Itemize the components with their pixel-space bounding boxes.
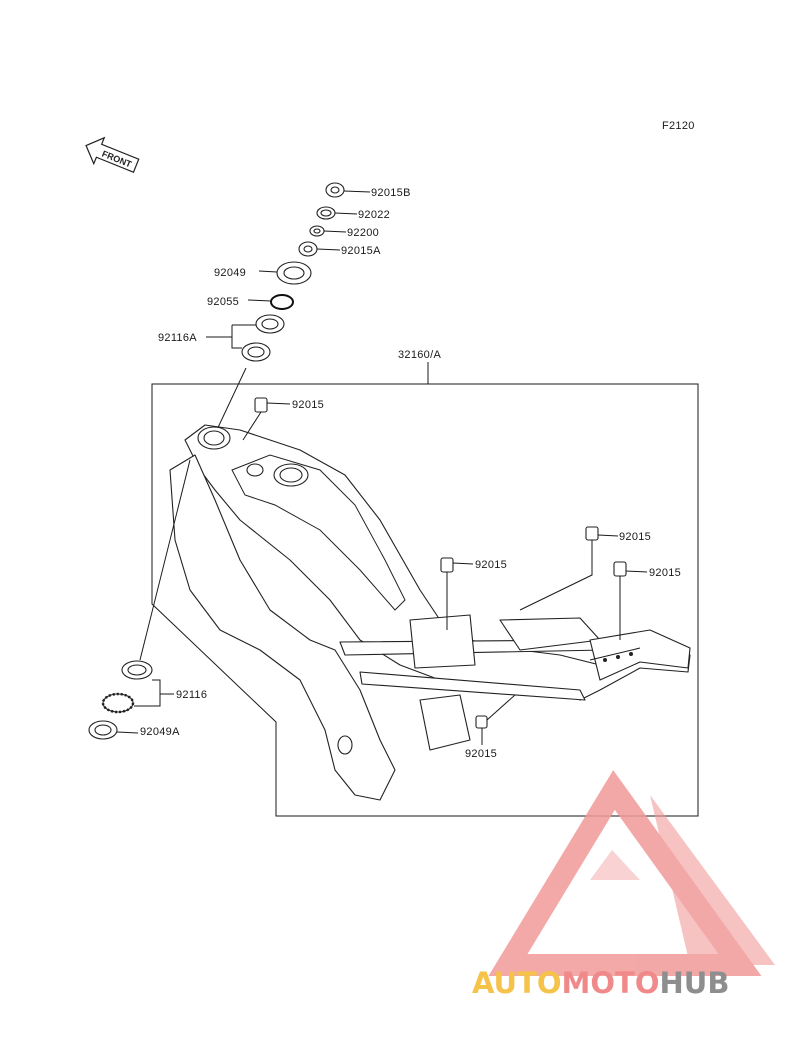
bolt-parts <box>242 397 648 745</box>
frame-hole-3 <box>337 735 353 755</box>
watermark-brand-part3: HUB <box>660 966 730 1000</box>
bolt-hole-3 <box>629 652 633 656</box>
part-92015a-hole <box>303 245 313 253</box>
callout-92015-mid: 92015 <box>475 559 507 571</box>
callout-labels: 92015B 92022 92200 92015A 92049 92055 92… <box>140 187 681 760</box>
lower-bearing-parts <box>88 459 191 740</box>
callout-92015-rear-top: 92015 <box>619 531 651 543</box>
callout-92200: 92200 <box>347 227 379 239</box>
callout-92116: 92116 <box>176 689 207 701</box>
bolt-92015-mid <box>440 557 454 573</box>
watermark-logo-icon <box>488 770 775 976</box>
front-arrow-icon: FRONT <box>85 136 140 174</box>
frame-inner-cutout <box>231 454 406 611</box>
frame-hole-2 <box>246 463 264 477</box>
bolt-92015-bottom <box>475 715 488 729</box>
callout-92049: 92049 <box>214 267 246 279</box>
part-92116-bearing-rollers <box>101 692 135 714</box>
part-92049-hole <box>283 266 305 280</box>
watermark-brand-part1: AUTO <box>472 966 562 1000</box>
bolt-92015-rear-top <box>585 526 599 541</box>
part-92015b-hole <box>330 186 340 194</box>
bolt-92015-head <box>254 397 268 413</box>
part-92116a-lower-hole <box>247 346 265 358</box>
callout-32160a: 32160/A <box>398 349 441 361</box>
callout-92055: 92055 <box>207 296 239 308</box>
frame-assembly-bracket <box>151 362 699 817</box>
part-92055 <box>270 294 294 310</box>
callout-92116a: 92116A <box>158 332 197 344</box>
motorcycle-frame <box>169 424 691 801</box>
part-92116-race-inner <box>127 664 147 676</box>
part-92200-hole <box>313 228 321 234</box>
callout-92015-bottom: 92015 <box>465 748 497 760</box>
rear-rail-detail <box>589 647 641 661</box>
frame-lower-cradle <box>169 454 396 801</box>
part-92116a-upper-hole <box>261 318 279 330</box>
callout-92049a: 92049A <box>140 726 180 738</box>
diagram-code: F2120 <box>662 120 695 132</box>
callout-92015-rear-right: 92015 <box>649 567 681 579</box>
callout-92022: 92022 <box>358 209 390 221</box>
leader-lines-top <box>206 190 371 437</box>
callout-92015-head: 92015 <box>292 399 324 411</box>
watermark-brand: AUTOMOTOHUB <box>472 966 729 1000</box>
steering-parts-stack <box>241 182 345 362</box>
head-tube-bore <box>203 430 225 446</box>
frame-cross-member-2 <box>359 671 586 701</box>
bolt-hole-1 <box>603 658 607 662</box>
bolt-hole-2 <box>616 655 620 659</box>
callout-92015a: 92015A <box>341 245 381 257</box>
frame-rear-subframe <box>589 629 691 681</box>
callout-92015b: 92015B <box>371 187 411 199</box>
frame-bracket-mid <box>409 614 476 669</box>
watermark-brand-part2: MOTO <box>562 966 660 1000</box>
part-92022-hole <box>320 209 332 217</box>
frame-engine-mount <box>419 694 471 751</box>
part-92049a-inner <box>94 724 112 736</box>
frame-hole-1-inner <box>279 467 303 483</box>
bolt-92015-rear-right <box>613 561 627 577</box>
